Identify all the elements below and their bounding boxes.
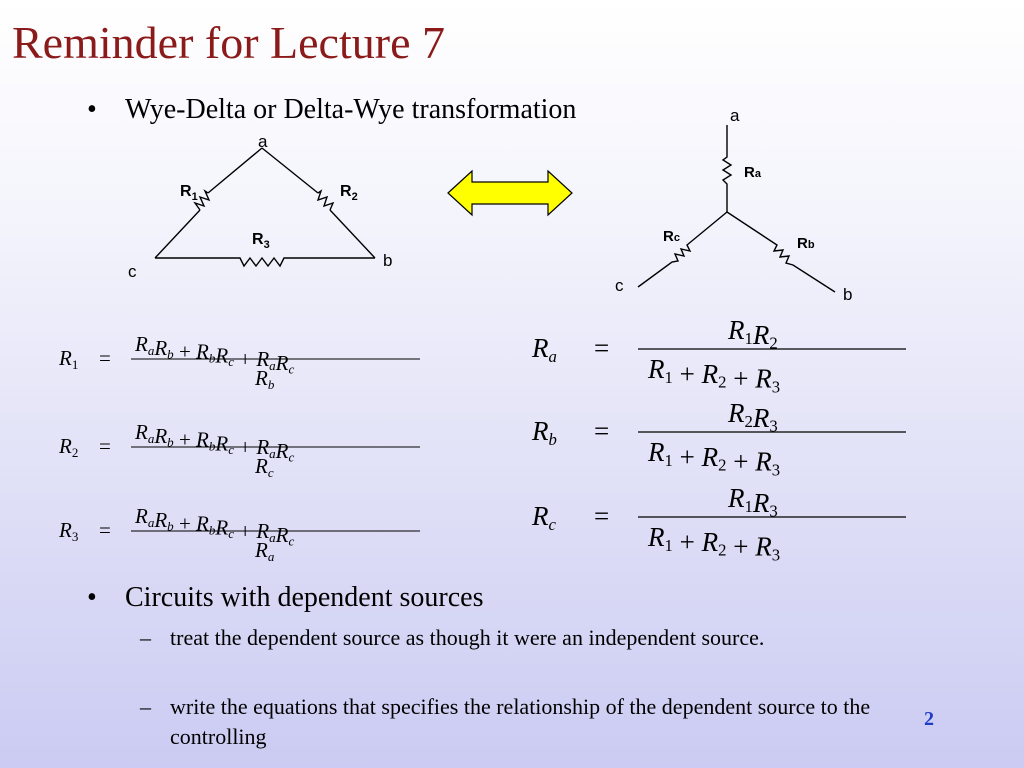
equation-denominator: R1 + R2 + R3 <box>647 522 780 565</box>
wye-node-b: b <box>843 285 852 304</box>
wye-circuit-diagram: a b c Ra Rb Rc <box>615 106 852 304</box>
equation-lhs: Ra <box>531 333 557 366</box>
equation-denominator: R1 + R2 + R3 <box>647 354 780 397</box>
bullet-wye-delta: • Wye-Delta or Delta-Wye transformation <box>87 94 577 125</box>
bullet-dependent-sources: • Circuits with dependent sources <box>87 582 484 613</box>
delta-circuit-diagram: a b c R1 R2 R3 <box>128 132 392 281</box>
equation-lhs: Rb <box>531 416 557 449</box>
bullet-dot: • <box>87 94 97 125</box>
equation-denominator: Rb <box>254 366 275 392</box>
equation-numerator: R1R2 <box>727 315 778 353</box>
equals-sign: = <box>99 346 111 370</box>
delta-node-c: c <box>128 262 137 281</box>
equation-lhs: Rc <box>531 501 557 534</box>
delta-label-r1: R1 <box>180 183 198 203</box>
wye-node-c: c <box>615 276 624 295</box>
equation-denominator: Ra <box>254 538 275 564</box>
equals-sign: = <box>99 434 111 458</box>
sub-bullet-dash: – <box>140 625 151 650</box>
sub-bullet-treat: – treat the dependent source as though i… <box>140 623 870 653</box>
delta-label-r3: R3 <box>252 231 270 251</box>
delta-label-r2: R2 <box>340 183 358 203</box>
delta-node-b: b <box>383 251 392 270</box>
bullet-dot: • <box>87 582 97 613</box>
double-arrow-icon <box>447 169 573 217</box>
sub-bullet-dash: – <box>140 694 151 719</box>
wye-label-ra: Ra <box>744 164 762 181</box>
wye-node-a: a <box>730 106 740 125</box>
equation-denominator: Rc <box>254 454 274 480</box>
equation-numerator: R1R3 <box>727 483 778 521</box>
equation-numerator: RaRb + RbRc + RaRc <box>134 332 295 377</box>
bullet-text: Wye-Delta or Delta-Wye transformation <box>125 94 577 125</box>
equation-denominator: R1 + R2 + R3 <box>647 437 780 480</box>
sub-bullet-text: treat the dependent source as though it … <box>170 625 765 650</box>
delta-node-a: a <box>258 132 268 151</box>
equals-sign: = <box>99 518 111 542</box>
equation-numerator: RaRb + RbRc + RaRc <box>134 504 295 549</box>
equation-lhs: R2 <box>58 434 78 460</box>
wye-label-rb: Rb <box>797 235 815 252</box>
equation-numerator: RaRb + RbRc + RaRc <box>134 420 295 465</box>
equals-sign: = <box>594 501 609 531</box>
bullet-text: Circuits with dependent sources <box>125 582 484 613</box>
wye-label-rc: Rc <box>663 228 680 245</box>
equation-numerator: R2R3 <box>727 398 778 436</box>
equation-lhs: R1 <box>58 346 78 372</box>
sub-bullet-text: write the equations that specifies the r… <box>170 694 871 749</box>
sub-bullet-write: – write the equations that specifies the… <box>140 692 940 752</box>
equals-sign: = <box>594 416 609 446</box>
equals-sign: = <box>594 333 609 363</box>
equation-lhs: R3 <box>58 518 78 544</box>
slide-title: Reminder for Lecture 7 <box>12 17 445 68</box>
page-number: 2 <box>924 708 934 730</box>
